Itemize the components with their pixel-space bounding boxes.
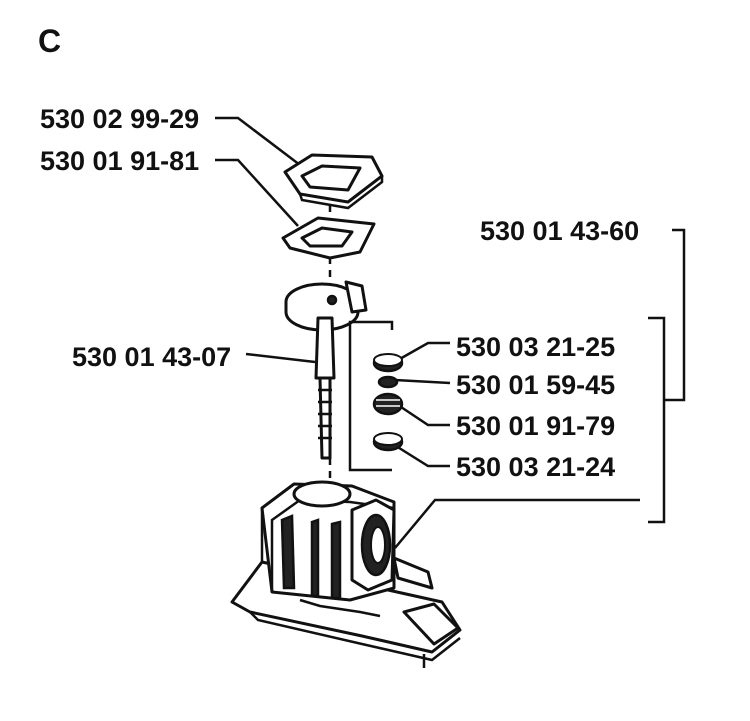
leader-ring-upper bbox=[397, 341, 450, 362]
label-spring: 530 01 91-79 bbox=[456, 411, 615, 441]
ring-lower-part bbox=[372, 432, 404, 452]
label-needle: 530 01 43-07 bbox=[72, 342, 231, 372]
leader-spring bbox=[397, 403, 450, 427]
ring-upper-part bbox=[372, 353, 404, 373]
leader-cover bbox=[215, 116, 301, 166]
label-ring-lower: 530 03 21-24 bbox=[456, 452, 615, 482]
cover-part bbox=[283, 153, 384, 210]
label-ring-upper: 530 03 21-25 bbox=[456, 332, 615, 362]
spring-part bbox=[372, 392, 404, 416]
bracket-kit-arm bbox=[664, 228, 686, 402]
leader-needle bbox=[245, 352, 316, 364]
carburetor-body-part bbox=[230, 480, 462, 668]
label-gasket: 530 01 91-81 bbox=[40, 146, 199, 176]
leader-body bbox=[394, 498, 640, 549]
stack-bracket bbox=[348, 320, 394, 472]
label-washer: 530 01 59-45 bbox=[456, 370, 615, 400]
label-cover: 530 02 99-29 bbox=[40, 104, 199, 134]
leader-gasket bbox=[215, 158, 299, 227]
needle-valve-part bbox=[284, 280, 368, 460]
gasket-part bbox=[281, 216, 376, 260]
label-kit: 530 01 43-60 bbox=[480, 216, 639, 246]
leader-ring-lower bbox=[395, 444, 450, 468]
bracket-kit bbox=[648, 316, 666, 524]
leader-washer bbox=[394, 378, 451, 385]
section-letter: C bbox=[38, 23, 61, 59]
washer-part bbox=[377, 375, 399, 389]
